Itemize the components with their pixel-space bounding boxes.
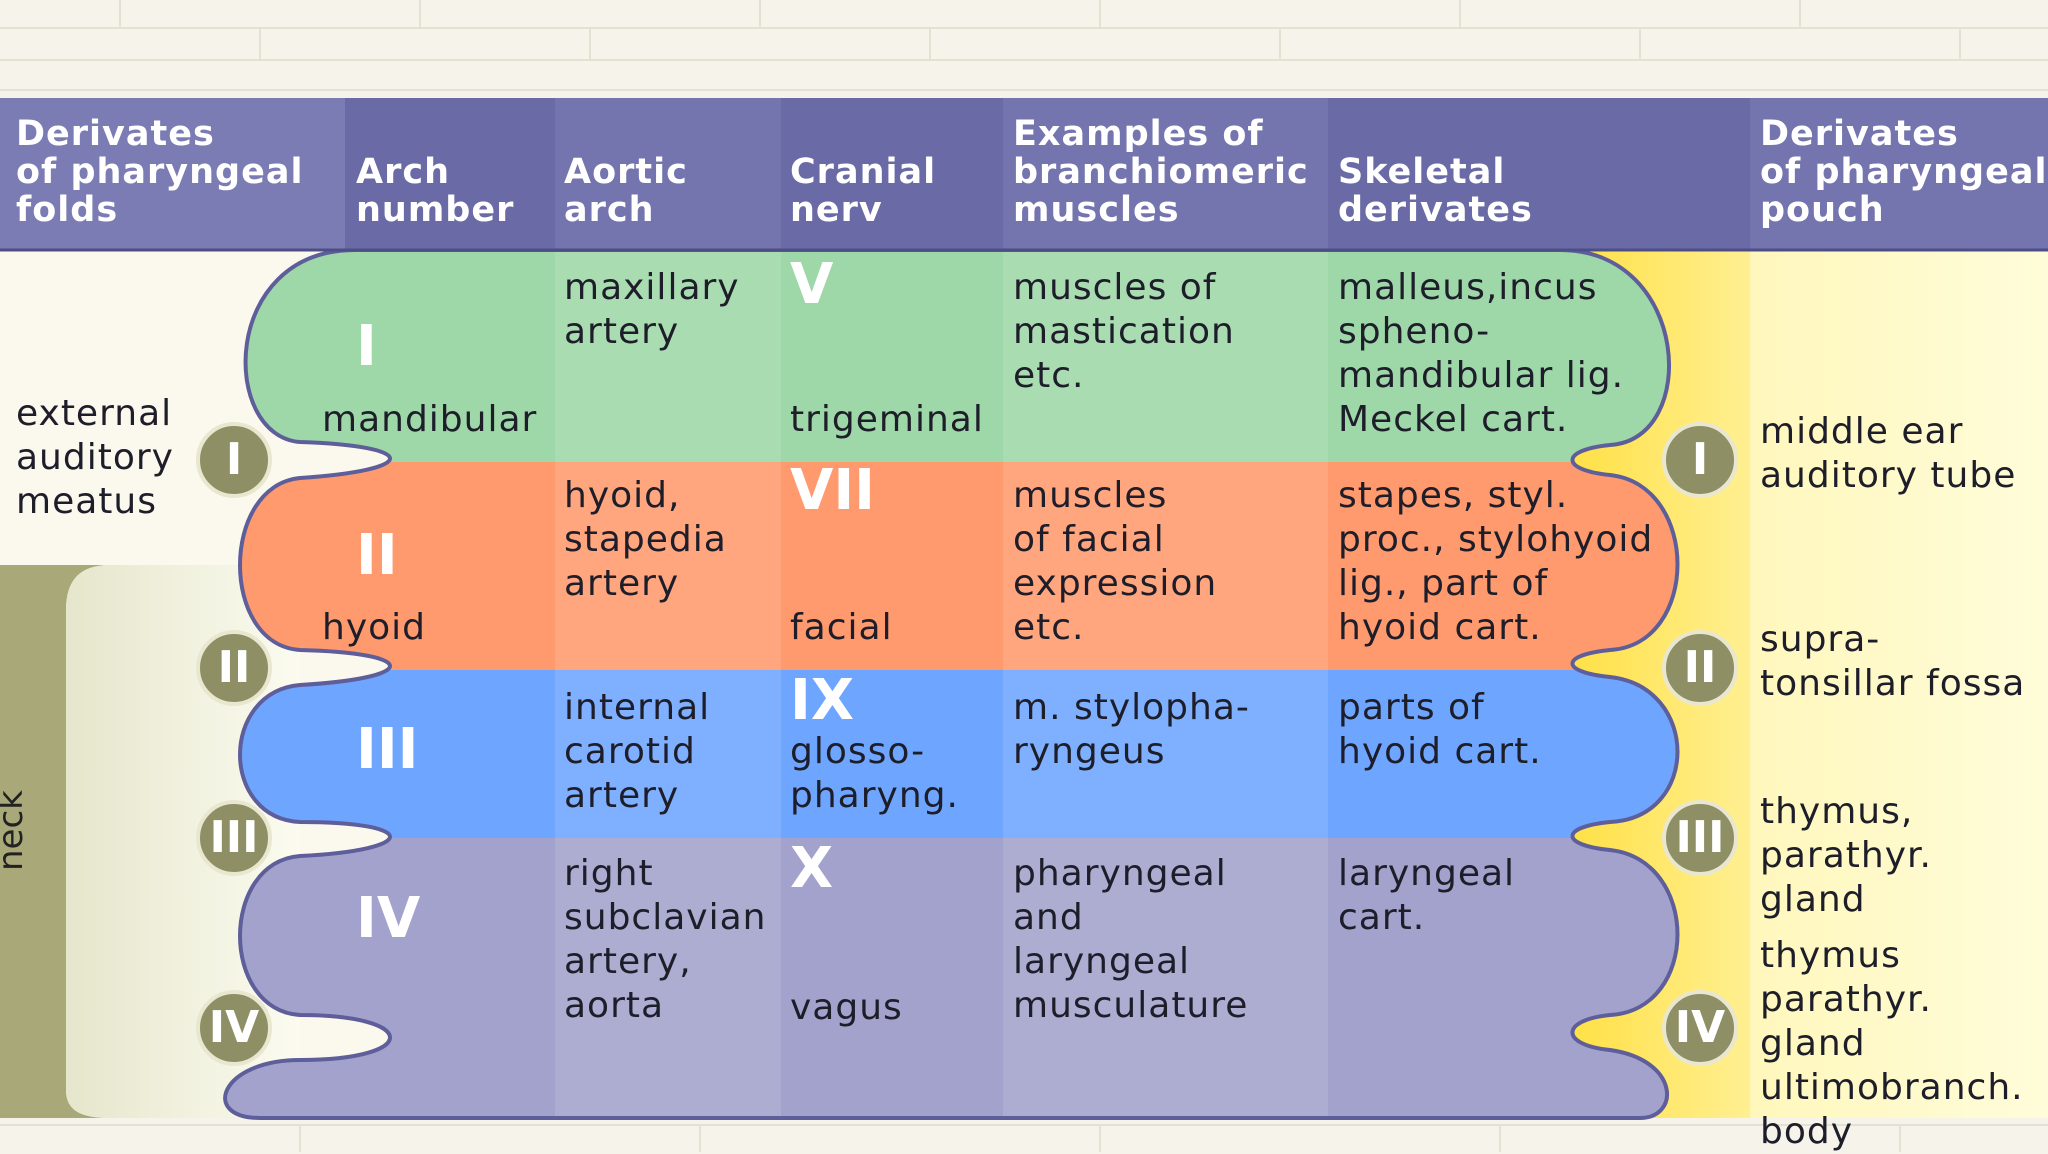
pouch-III-derivate: thymus, parathyr. gland — [1760, 791, 1932, 920]
arch-II-numeral: II — [356, 523, 398, 588]
arch-III-skeletal: parts of hyoid cart. — [1338, 687, 1542, 772]
header-aortic-arch: Aortic arch — [564, 152, 688, 230]
pouch-IV-derivate: thymus parathyr. gland ultimobranch. bod… — [1760, 935, 2024, 1152]
fold-badge-I: I — [196, 422, 272, 498]
header-skeletal: Skeletal derivates — [1338, 152, 1533, 230]
arch-II-skeletal: stapes, styl. proc., stylohyoid lig., pa… — [1338, 475, 1654, 648]
arch-I-aortic: maxillary artery — [564, 267, 740, 352]
arch-I-name: mandibular — [322, 399, 538, 440]
arch-II-aortic: hyoid, stapedia artery — [564, 475, 727, 604]
fold-badge-II: II — [196, 630, 272, 706]
arch-III-nerve-name: glosso- pharyng. — [790, 731, 959, 816]
arch-II-name: hyoid — [322, 607, 426, 648]
neck-label: neck — [0, 790, 31, 871]
arch-II-muscles: muscles of facial expression etc. — [1013, 475, 1218, 648]
arch-I-nerve-name: trigeminal — [790, 399, 984, 440]
arch-IV-nerve-name: vagus — [790, 987, 903, 1028]
arch-III-muscles: m. stylopha- ryngeus — [1013, 687, 1250, 772]
fold-badge-III: III — [196, 800, 272, 876]
arch-IV-muscles: pharyngeal and laryngeal musculature — [1013, 853, 1249, 1026]
fold-I-derivate: external auditory meatus — [16, 393, 174, 522]
arch-I-numeral: I — [356, 314, 377, 379]
pouch-I-derivate: middle ear auditory tube — [1760, 411, 2017, 496]
pouch-badge-I: I — [1662, 422, 1738, 498]
pouch-badge-II: II — [1662, 630, 1738, 706]
arch-III-aortic: internal carotid artery — [564, 687, 711, 816]
arch-IV-numeral: IV — [356, 886, 421, 951]
pouch-badge-IV: IV — [1662, 990, 1738, 1066]
arch-I-nerve-numeral: V — [790, 252, 834, 317]
arch-I-skeletal: malleus,incus spheno- mandibular lig. Me… — [1338, 267, 1625, 440]
header-muscles: Examples of branchiomeric muscles — [1013, 114, 1309, 230]
arch-III-nerve-numeral: IX — [790, 668, 855, 733]
header-arch-number: Arch number — [356, 152, 515, 230]
header-folds: Derivates of pharyngeal folds — [16, 114, 304, 230]
arch-III-numeral: III — [356, 717, 419, 782]
fold-badge-IV: IV — [196, 990, 272, 1066]
arch-II-nerve-numeral: VII — [790, 458, 876, 523]
arch-II-nerve-name: facial — [790, 607, 893, 648]
pouch-badge-III: III — [1662, 800, 1738, 876]
arch-IV-skeletal: laryngeal cart. — [1338, 853, 1516, 938]
header-pouch: Derivates of pharyngeal pouch — [1760, 114, 2048, 230]
arch-I-muscles: muscles of mastication etc. — [1013, 267, 1235, 396]
header-cranial-nerve: Cranial nerv — [790, 152, 937, 230]
pouch-II-derivate: supra- tonsillar fossa — [1760, 619, 2026, 704]
arch-IV-nerve-numeral: X — [790, 836, 834, 901]
arch-IV-aortic: right subclavian artery, aorta — [564, 853, 767, 1026]
